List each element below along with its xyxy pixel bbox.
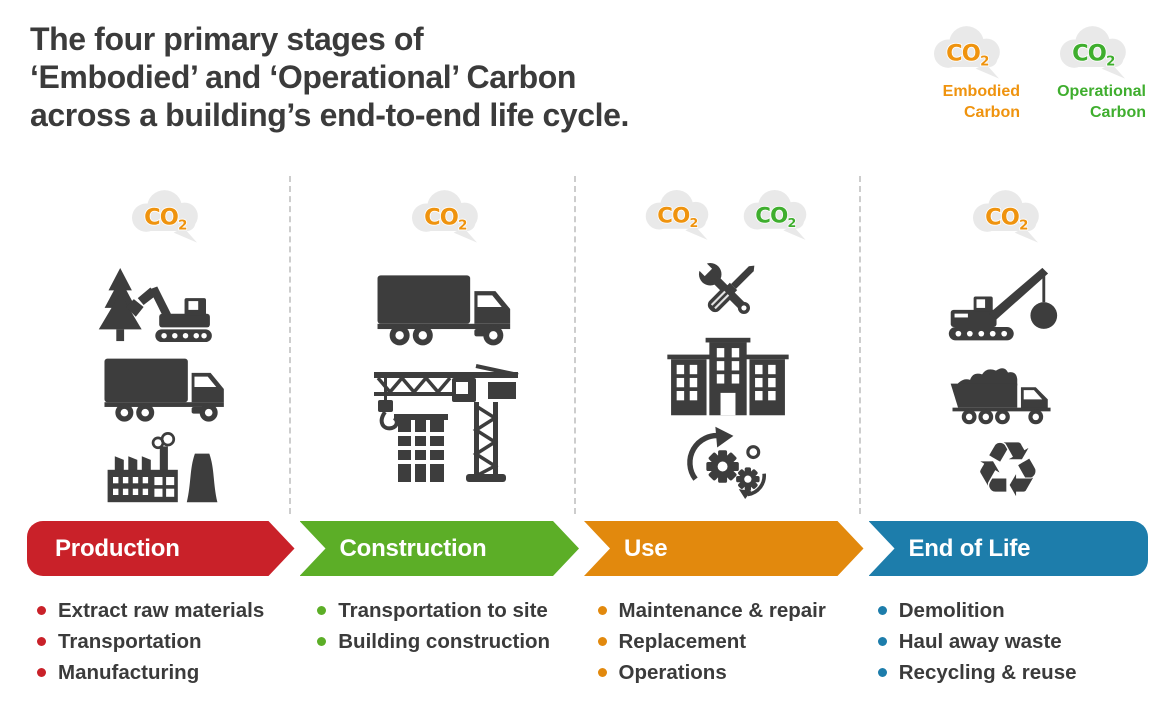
operational-co2-cloud-icon: CO2 [1060, 26, 1126, 79]
list-item: Extract raw materials [37, 595, 307, 626]
bullet-dot [37, 637, 46, 646]
stage-label-production: Production [55, 534, 180, 562]
embodied-co2-cloud-icon: CO2 [645, 189, 708, 240]
stage-arrow-production: Production [27, 521, 295, 576]
list-item: Building construction [317, 626, 587, 657]
list-item: Recycling & reuse [877, 657, 1148, 688]
column-divider-2 [574, 176, 576, 514]
use-clouds: CO2 CO2 [639, 186, 817, 243]
stage-column-production: CO2 [27, 186, 307, 510]
cargo-truck-icon [377, 275, 511, 346]
svg-text:CO2: CO2 [946, 40, 989, 69]
column-divider-3 [859, 176, 861, 514]
svg-text:CO2: CO2 [1072, 40, 1115, 69]
stage-column-construction: CO2 [307, 186, 587, 510]
wrench-and-screwdriver-icon [693, 258, 754, 315]
bullet-dot [877, 637, 887, 646]
embodied-co2-cloud-icon: CO2 [412, 190, 479, 243]
stage-arrow-construction: Construction [300, 521, 580, 576]
title-line-3: across a building’s end-to-end life cycl… [30, 97, 630, 133]
legend-item-embodied: CO2 Embodied Carbon [914, 22, 1024, 134]
embodied-co2-cloud-icon: CO2 [972, 190, 1039, 243]
building-icon [666, 337, 789, 416]
legend-item-operational: CO2 Operational Carbon [1040, 22, 1150, 134]
title-line-1: The four primary stages of [30, 21, 424, 57]
column-divider-1 [289, 176, 291, 514]
legend: CO2 Embodied Carbon CO2 Operational [914, 22, 1150, 134]
bullet-dot [597, 637, 607, 646]
embodied-co2-cloud-icon: CO2 [132, 190, 198, 243]
bullet-dot [317, 606, 327, 615]
bullet-dot [317, 637, 327, 646]
use-bullets: Maintenance & repair Replacement Operati… [588, 595, 868, 688]
stage-icon-columns: CO2 [27, 186, 1148, 510]
bullet-dot [877, 606, 887, 615]
stage-arrow-end-of-life: End of Life [868, 521, 1148, 576]
list-item: Operations [597, 657, 868, 688]
svg-text:CO2: CO2 [755, 203, 795, 230]
dump-truck-icon [950, 368, 1051, 425]
svg-text:CO2: CO2 [424, 204, 467, 233]
svg-text:CO2: CO2 [985, 204, 1028, 233]
stage-arrow-band: Production Construction Use End of Life [27, 521, 1148, 576]
factory-icon [107, 432, 218, 503]
wrecking-ball-crane-icon [948, 267, 1058, 341]
gears-with-arrows-icon [686, 426, 766, 499]
stage-label-end-of-life: End of Life [908, 534, 1031, 562]
page-title: The four primary stages of ‘Embodied’ an… [30, 20, 629, 134]
stage-arrow-use: Use [584, 521, 864, 576]
list-item: Haul away waste [877, 626, 1148, 657]
list-item: Manufacturing [37, 657, 307, 688]
embodied-co2-cloud-icon: CO2 [934, 26, 1000, 79]
stage-bullet-lists: Extract raw materials Transportation Man… [27, 595, 1148, 688]
legend-operational-label: Operational Carbon [1057, 83, 1146, 121]
bullet-dot [37, 606, 46, 615]
cargo-truck-icon [104, 358, 224, 422]
title-line-2: ‘Embodied’ and ‘Operational’ Carbon [30, 59, 577, 95]
svg-text:CO2: CO2 [657, 203, 697, 230]
recycling-symbol-icon: ♻ [973, 425, 1042, 514]
stage-column-end-of-life: CO2 [868, 186, 1148, 510]
list-item: Demolition [877, 595, 1148, 626]
pine-tree-and-excavator-icon [98, 267, 212, 343]
bullet-dot [877, 668, 887, 677]
construction-bullets: Transportation to site Building construc… [307, 595, 587, 688]
bullet-dot [597, 668, 607, 677]
list-item: Maintenance & repair [597, 595, 868, 626]
header: The four primary stages of ‘Embodied’ an… [30, 20, 1150, 134]
end-of-life-bullets: Demolition Haul away waste Recycling & r… [868, 595, 1148, 688]
stage-label-use: Use [624, 534, 668, 562]
svg-text:CO2: CO2 [144, 204, 187, 233]
list-item: Transportation [37, 626, 307, 657]
stage-column-use: CO2 CO2 [588, 186, 868, 510]
bullet-dot [37, 668, 46, 677]
tower-crane-and-building-icon [374, 364, 519, 482]
stage-label-construction: Construction [339, 534, 487, 562]
production-bullets: Extract raw materials Transportation Man… [27, 595, 307, 688]
legend-embodied-label: Embodied Carbon [942, 83, 1020, 121]
bullet-dot [597, 606, 607, 615]
operational-co2-cloud-icon: CO2 [743, 189, 806, 240]
list-item: Replacement [597, 626, 868, 657]
list-item: Transportation to site [317, 595, 587, 626]
